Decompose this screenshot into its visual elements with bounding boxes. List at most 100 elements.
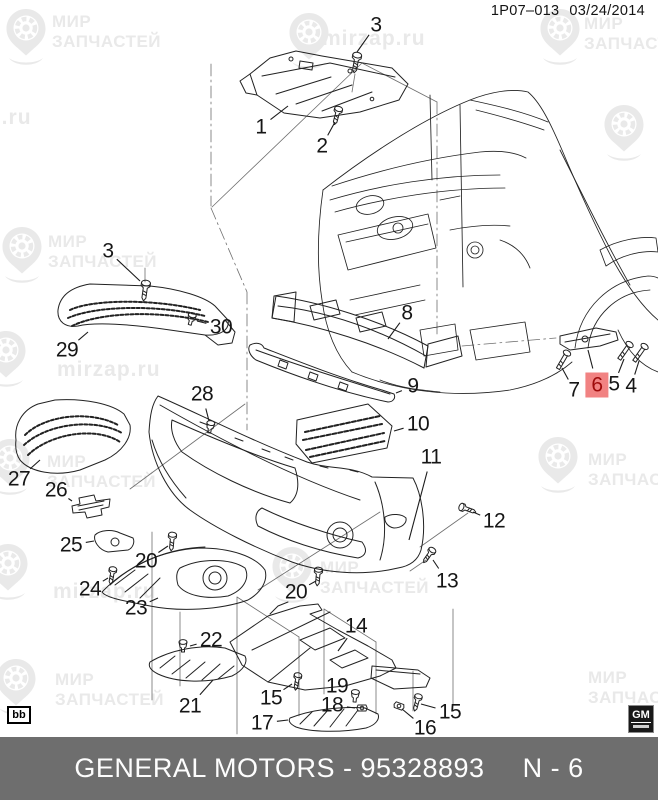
callout-14: 14 [344, 614, 368, 638]
leader-line-4 [634, 360, 640, 375]
leader-line-20 [158, 545, 169, 553]
callout-20: 20 [134, 549, 158, 573]
footer-title-bar: GENERAL MOTORS - 95328893 N - 6 [0, 737, 658, 800]
watermark-pin [0, 330, 28, 393]
leader-line-17 [276, 719, 289, 722]
callout-28: 28 [190, 382, 214, 406]
map-pin-gear-icon [0, 439, 30, 495]
part-lower-grille-27 [16, 400, 131, 474]
part-bowtie-emblem-26 [72, 495, 110, 518]
leader-line-11 [408, 471, 428, 541]
callout-23: 23 [124, 596, 148, 620]
map-pin-gear-icon [540, 9, 580, 65]
callout-8: 8 [401, 301, 413, 325]
callout-19: 19 [325, 674, 349, 698]
callout-20: 20 [284, 580, 308, 604]
callout-29: 29 [55, 338, 79, 362]
part-fog-bezel-23 [102, 547, 266, 609]
part-energy-absorber-9 [249, 343, 395, 402]
leader-line-27 [29, 459, 41, 470]
exploded-diagram-art [0, 0, 658, 737]
watermark-pin [538, 8, 582, 71]
watermark-text: mirzap.ru [322, 27, 426, 50]
map-pin-gear-icon [604, 105, 644, 161]
callout-3: 3 [102, 239, 114, 263]
map-pin-gear-icon [6, 9, 46, 65]
watermark-text: mirzap.ru [57, 358, 161, 381]
map-pin-gear-icon [0, 544, 28, 600]
part-lower-wing-right [371, 666, 430, 689]
callout-9: 9 [407, 374, 419, 398]
doc-code: 1P07–013 [490, 3, 560, 19]
part-bumper-fascia-11 [149, 396, 424, 573]
map-pin-gear-icon [2, 227, 42, 283]
part-engine-shield-1 [240, 51, 408, 118]
leader-line-29 [78, 331, 89, 341]
leader-line-10 [393, 427, 404, 432]
callout-7: 7 [568, 378, 580, 402]
callout-4: 4 [625, 374, 637, 398]
map-pin-gear-icon [538, 437, 578, 493]
callout-6-highlighted: 6 [585, 372, 609, 398]
callout-17: 17 [250, 711, 274, 735]
part-bracket-6 [560, 328, 618, 350]
callout-13: 13 [435, 569, 459, 593]
callout-11: 11 [420, 445, 442, 469]
leader-line-7 [561, 367, 569, 380]
callout-15: 15 [438, 700, 462, 724]
watermark-pin [536, 436, 580, 499]
callout-26: 26 [44, 478, 68, 502]
callout-10: 10 [406, 412, 430, 436]
callout-25: 25 [59, 533, 83, 557]
watermark-pin [4, 8, 48, 71]
callout-leader-lines [29, 34, 640, 722]
map-pin-gear-icon [0, 331, 26, 387]
leader-line-2 [327, 121, 336, 136]
callout-12: 12 [482, 509, 506, 533]
gm-logo-subtext [633, 725, 649, 728]
callout-21: 21 [178, 694, 202, 718]
leader-line-3 [116, 258, 141, 282]
doc-header: 1P07–013 03/24/2014 [491, 3, 645, 19]
gm-logo-text: GM [631, 709, 651, 723]
callout-30: 30 [209, 315, 233, 339]
leader-line-12 [472, 511, 481, 516]
callout-2: 2 [316, 134, 328, 158]
watermark-text: mirzap.ru [0, 106, 32, 129]
vehicle-body-sketch [318, 90, 658, 393]
callout-5: 5 [608, 372, 620, 396]
leader-line-9 [395, 390, 403, 394]
leader-line-15 [283, 683, 293, 691]
watermark-pin [602, 104, 646, 167]
callout-15: 15 [259, 686, 283, 710]
gm-logo: GM [628, 705, 654, 733]
watermark-pin [287, 12, 331, 75]
leader-line-13 [432, 559, 440, 569]
leader-line-18 [346, 706, 356, 709]
leader-line-8 [387, 322, 401, 340]
callout-22: 22 [199, 628, 223, 652]
watermark-text: mirzap.ru [53, 580, 157, 603]
callout-16: 16 [413, 716, 437, 740]
part-upper-grille-29 [58, 284, 235, 345]
part-bracket-25 [95, 531, 134, 552]
callout-27: 27 [7, 467, 31, 491]
part-lower-molding-17 [289, 707, 378, 731]
part-air-deflector-14 [230, 602, 396, 690]
leader-line-23 [149, 597, 159, 603]
watermark-pin [0, 543, 30, 606]
doc-date: 03/24/2014 [569, 3, 645, 19]
leader-line-21 [199, 679, 214, 696]
leader-line-6 [587, 349, 594, 369]
leader-line-5 [617, 358, 625, 374]
part-lower-molding-21 [149, 647, 246, 681]
leader-line-3 [356, 34, 370, 53]
